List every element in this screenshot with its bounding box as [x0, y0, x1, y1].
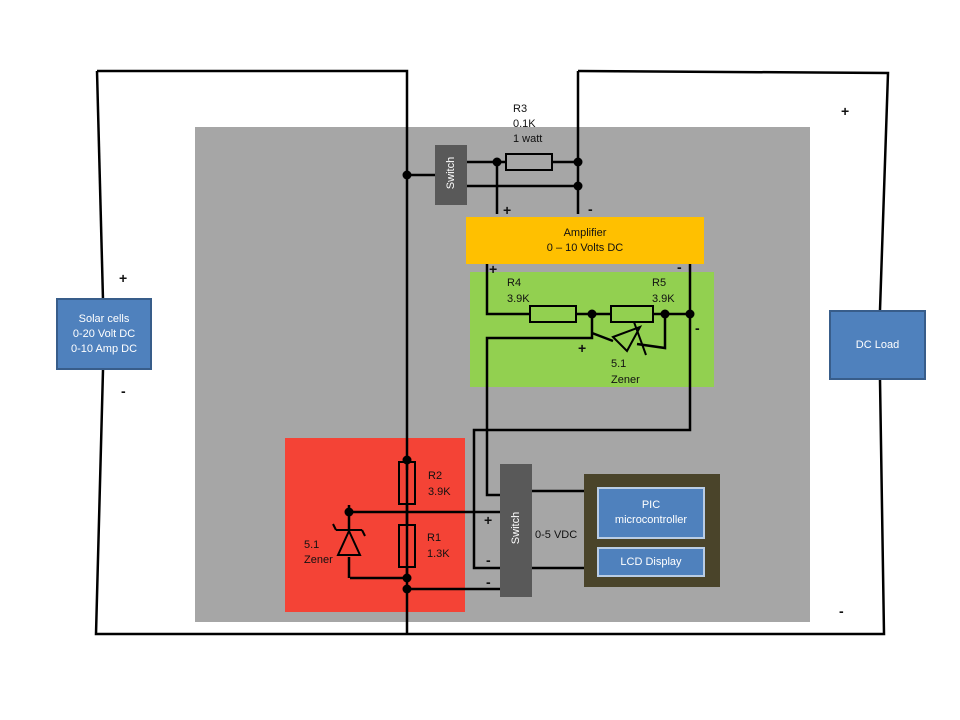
bottom-switch: Switch [500, 464, 532, 597]
r4-value: 3.9K [507, 293, 530, 305]
r3-value: 0.1K [513, 118, 536, 130]
amplifier-range: 0 – 10 Volts DC [546, 241, 624, 254]
load-minus: - [839, 603, 844, 619]
green-zener-plus: + [578, 340, 587, 356]
lcd-label: LCD Display [620, 555, 682, 568]
bottom-switch-label: Switch [510, 511, 522, 545]
top-switch-label: Switch [445, 156, 457, 190]
r5-value: 3.9K [652, 293, 675, 305]
solar-voltage: 0-20 Volt DC [72, 327, 136, 340]
switch-in-minus-2: - [486, 574, 491, 590]
pic-title: PIC [641, 499, 661, 511]
r2-value: 3.9K [428, 486, 451, 498]
solar-cells-block: Solar cells 0-20 Volt DC 0-10 Amp DC [56, 298, 152, 370]
dc-load-label: DC Load [855, 338, 900, 351]
lcd-display-block: LCD Display [597, 547, 705, 577]
pic-microcontroller-block: PIC microcontroller [597, 487, 705, 539]
amplifier-block: Amplifier 0 – 10 Volts DC [466, 217, 704, 264]
amp-in-plus: + [503, 202, 512, 218]
r3-name: R3 [513, 103, 528, 115]
r1-name: R1 [427, 532, 442, 544]
amplifier-title: Amplifier [563, 226, 607, 239]
top-switch: Switch [435, 145, 467, 205]
r5-name: R5 [652, 277, 667, 289]
solar-minus: - [121, 383, 126, 399]
zener-reference-panel [285, 438, 465, 612]
r4-name: R4 [507, 277, 522, 289]
switch-in-plus: + [484, 512, 493, 528]
solar-plus: + [119, 270, 128, 286]
vdc-label: 0-5 VDC [535, 529, 578, 541]
red-zener-value: 5.1 [304, 539, 320, 551]
solar-current: 0-10 Amp DC [70, 342, 138, 355]
green-zener-label: Zener [611, 374, 640, 386]
green-zener-minus: - [695, 320, 700, 336]
load-plus: + [841, 103, 850, 119]
red-zener-label: Zener [304, 554, 333, 566]
r2-name: R2 [428, 470, 443, 482]
dc-load-block: DC Load [829, 310, 926, 380]
switch-in-minus-1: - [486, 552, 491, 568]
r3-rating: 1 watt [513, 133, 543, 145]
solar-title: Solar cells [78, 312, 130, 325]
amp-out-minus: - [677, 259, 682, 275]
pic-subtitle: microcontroller [614, 514, 688, 526]
amp-in-minus: - [588, 201, 593, 217]
green-zener-value: 5.1 [611, 358, 627, 370]
amp-out-plus: + [489, 261, 498, 277]
r1-value: 1.3K [427, 548, 450, 560]
